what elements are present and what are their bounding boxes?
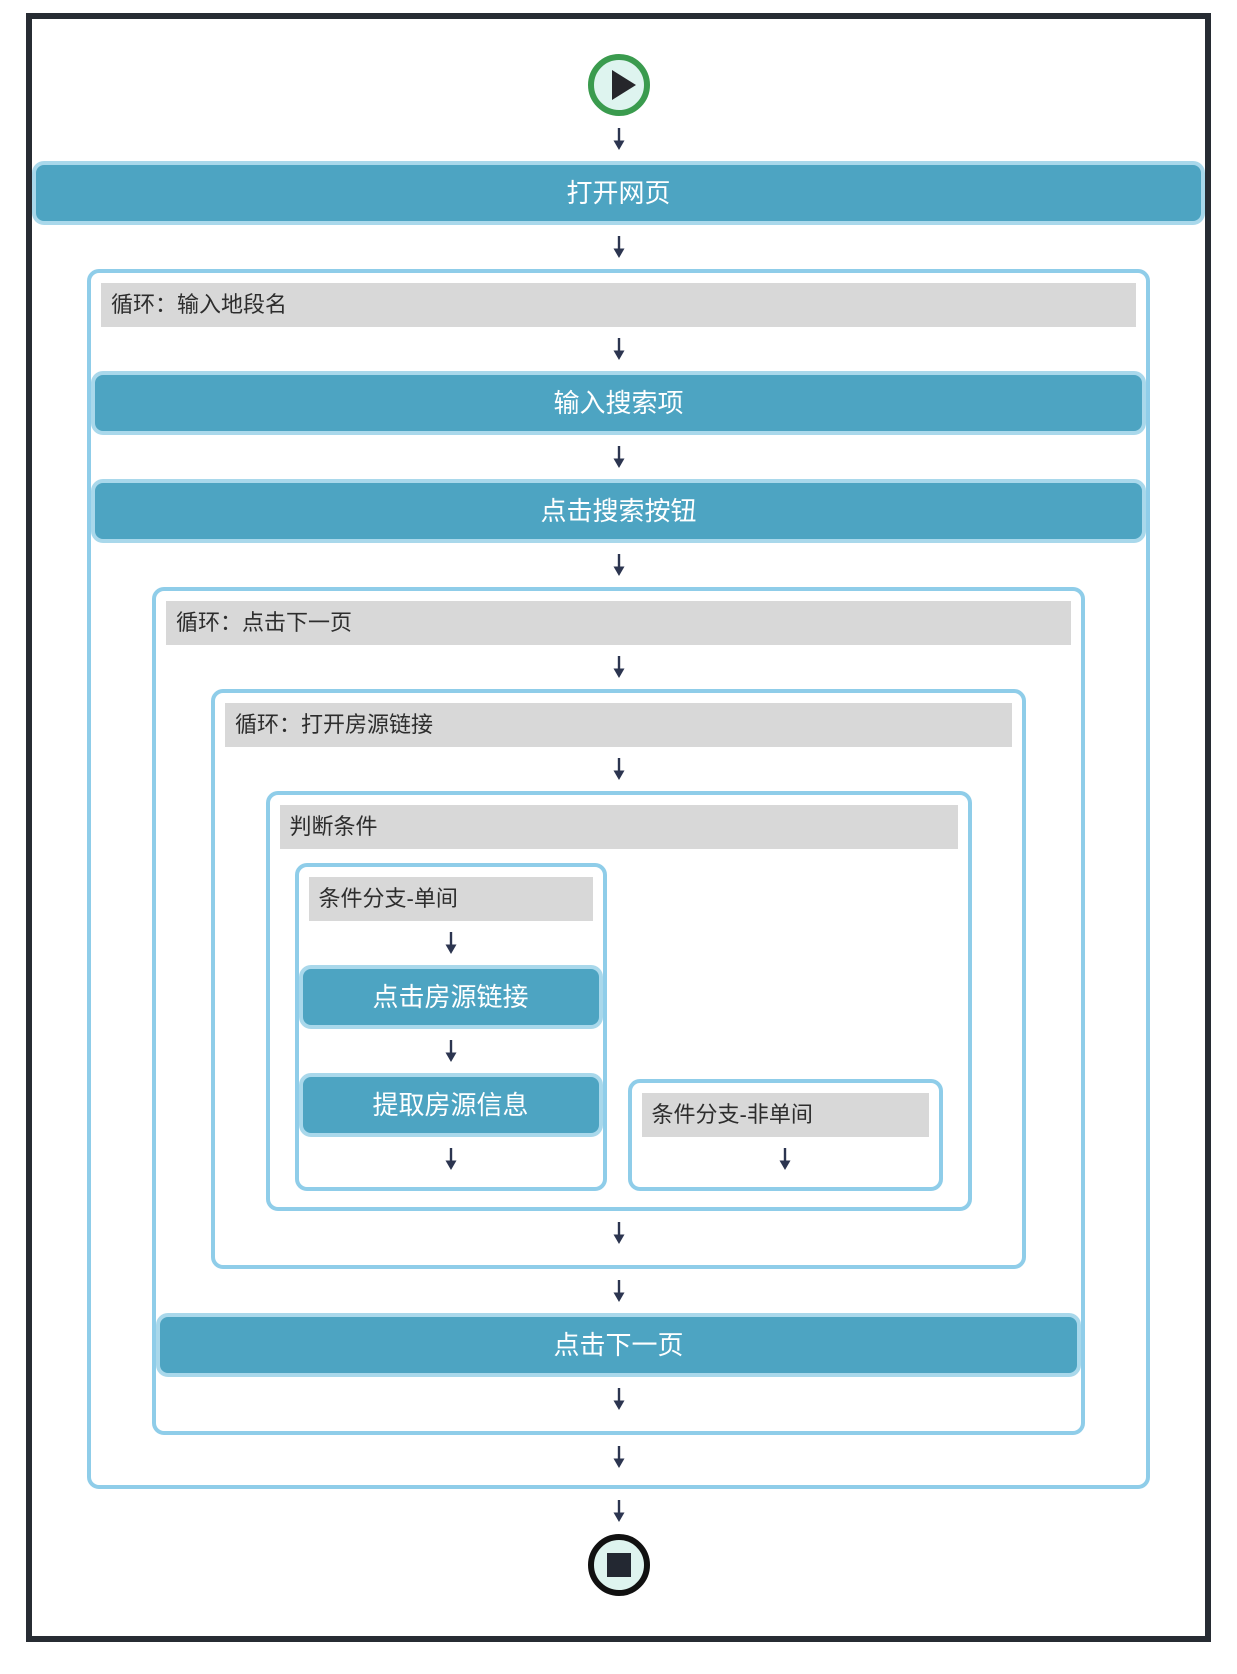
loop-next-page-header[interactable]: 循环：点击下一页 [166, 601, 1071, 645]
arrow-down-icon [613, 446, 624, 468]
arrow-down-icon [445, 1040, 456, 1062]
arrow-down-icon [613, 338, 624, 360]
arrow-down-icon [613, 236, 624, 258]
arrow-down-icon [613, 1500, 624, 1522]
arrow-down-icon [779, 1148, 791, 1170]
loop-input-area-header[interactable]: 循环：输入地段名 [101, 283, 1136, 327]
condition-branches: 条件分支-单间 点击房源链接 提取房源信息 [294, 863, 943, 1191]
arrow-down-icon [613, 758, 624, 780]
node-click-search[interactable]: 点击搜索按钮 [91, 479, 1146, 543]
node-input-search[interactable]: 输入搜索项 [91, 371, 1146, 435]
node-open-page[interactable]: 打开网页 [32, 161, 1205, 225]
arrow-down-icon [613, 1280, 624, 1302]
arrow-down-icon [613, 554, 624, 576]
arrow-down-icon [613, 1446, 624, 1468]
condition-header[interactable]: 判断条件 [279, 805, 958, 849]
node-click-listing[interactable]: 点击房源链接 [298, 965, 603, 1029]
start-play-icon[interactable] [587, 53, 651, 117]
loop-next-page-container: 循环：点击下一页 循环：打开房源链接 判断条件 [152, 587, 1085, 1435]
arrow-down-icon [445, 1148, 456, 1170]
node-extract-listing[interactable]: 提取房源信息 [298, 1073, 603, 1137]
loop-input-area-container: 循环：输入地段名 输入搜索项 点击搜索按钮 循环：点击下一页 循环：打开房源链接 [87, 269, 1150, 1489]
branch-not-single-container: 条件分支-非单间 [627, 1079, 943, 1191]
arrow-down-icon [613, 656, 624, 678]
arrow-down-icon [445, 932, 456, 954]
arrow-down-icon [613, 1388, 624, 1410]
branch-single-header[interactable]: 条件分支-单间 [308, 877, 593, 921]
condition-container: 判断条件 条件分支-单间 点击房源链接 [265, 791, 972, 1211]
loop-open-listing-container: 循环：打开房源链接 判断条件 条件分支-单间 [211, 689, 1026, 1269]
stop-icon[interactable] [587, 1533, 651, 1597]
branch-not-single-header[interactable]: 条件分支-非单间 [641, 1093, 929, 1137]
node-click-next-page[interactable]: 点击下一页 [156, 1313, 1081, 1377]
loop-open-listing-header[interactable]: 循环：打开房源链接 [225, 703, 1012, 747]
flowchart-canvas: 打开网页 循环：输入地段名 输入搜索项 点击搜索按钮 循环：点击下一页 [26, 13, 1211, 1642]
branch-single-container: 条件分支-单间 点击房源链接 提取房源信息 [294, 863, 607, 1191]
arrow-down-icon [613, 1222, 624, 1244]
arrow-down-icon [613, 128, 624, 150]
